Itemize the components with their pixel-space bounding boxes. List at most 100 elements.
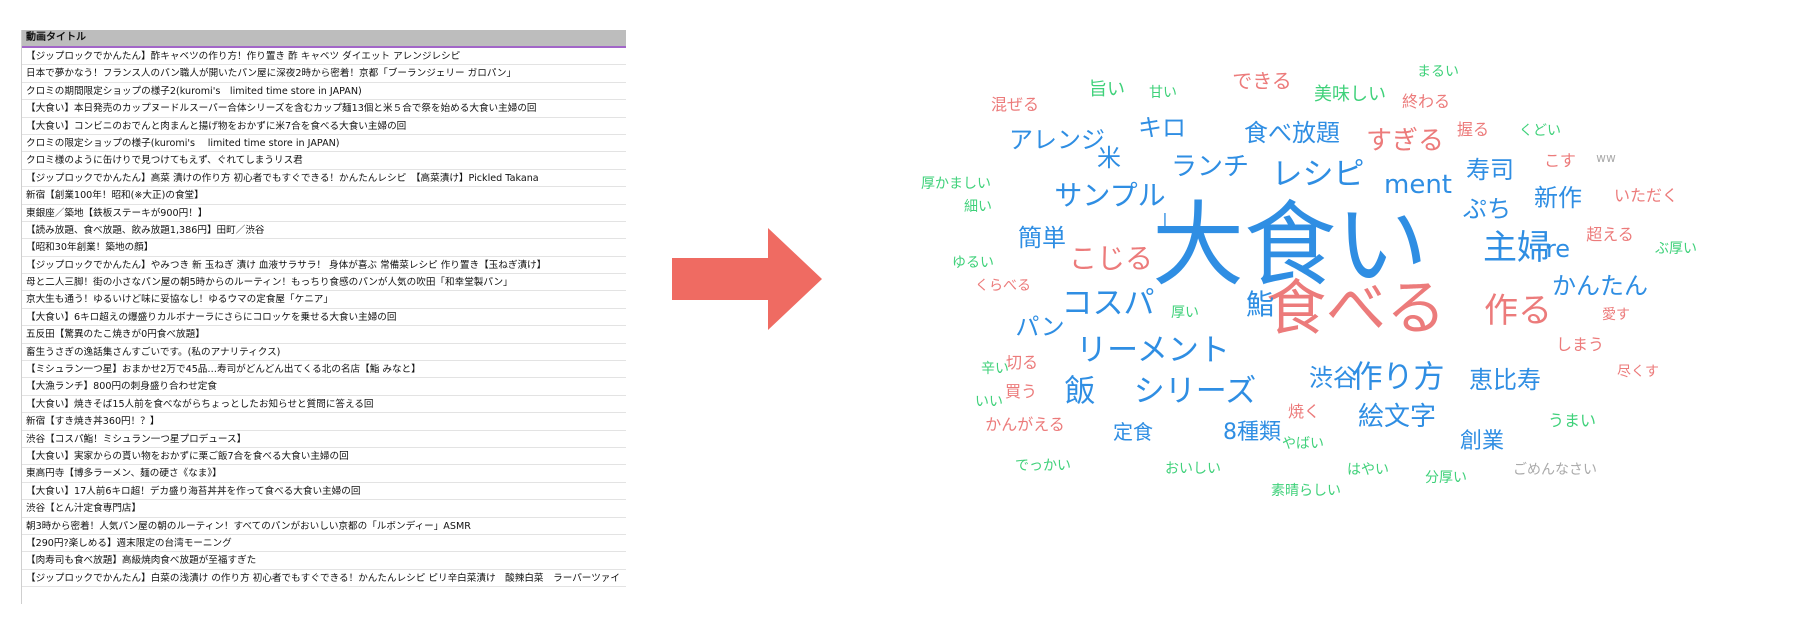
- cloud-word: 渋谷: [1309, 364, 1357, 392]
- cloud-word: 大食い: [1151, 192, 1429, 299]
- table-row: 日本で夢かなう！フランス人のパン職人が開いたパン屋に深夜2時から密着！京都「ブー…: [22, 65, 626, 83]
- cloud-word: 寿司: [1466, 156, 1514, 184]
- table-row: 【大食い】焼きそば15人前を食べながらちょっとしたお知らせと質問に答える回: [22, 396, 626, 414]
- table-row: 東高円寺【博多ラーメン、麺の硬さ《なま》】: [22, 465, 626, 483]
- cloud-word: 食べる: [1266, 274, 1446, 344]
- cloud-word: 甘い: [1149, 85, 1177, 101]
- cloud-word: アレンジ: [1009, 126, 1105, 154]
- table-row: 五反田【驚異のたこ焼きが0円食べ放題】: [22, 326, 626, 344]
- table-row: 母と二人三脚！街の小さなパン屋の朝5時からのルーティン！もっちり食感のパンが人気…: [22, 274, 626, 292]
- cloud-word: ゆるい: [952, 255, 994, 271]
- table-row: 朝3時から密着！人気パン屋の朝のルーティン！すべてのパンがおいしい京都の「ルボン…: [22, 518, 626, 535]
- cloud-word: 辛い: [981, 361, 1009, 377]
- cloud-word: リーメント: [1076, 332, 1230, 369]
- cloud-word: 分厚い: [1425, 470, 1467, 486]
- cloud-word: 旨い: [1089, 79, 1125, 100]
- cloud-word: 愛す: [1602, 307, 1630, 323]
- table-body: 【ジップロックでかんたん】酢キャベツの作り方！作り置き 酢 キャベツ ダイエット…: [22, 48, 626, 588]
- table-row: 渋谷【とん汁定食専門店】: [22, 500, 626, 518]
- cloud-word: ment: [1384, 170, 1452, 200]
- cloud-word: くどい: [1519, 123, 1561, 139]
- cloud-word: うまい: [1547, 411, 1597, 430]
- cloud-word: くらべる: [975, 278, 1031, 294]
- cloud-word: まるい: [1417, 64, 1459, 80]
- cloud-word: こじる: [1068, 242, 1154, 275]
- cloud-word: 作る: [1484, 291, 1552, 331]
- cloud-word: 素晴らしい: [1271, 483, 1341, 499]
- table-row: 【ジップロックでかんたん】酢キャベツの作り方！作り置き 酢 キャベツ ダイエット…: [22, 48, 626, 66]
- table-row: クロミの期間限定ショップの様子2(kuromi's limited time s…: [22, 83, 626, 101]
- cloud-word: ぶ厚い: [1655, 241, 1697, 257]
- table-row: 渋谷【コスパ鮨！ミシュラン一つ星プロデュース】: [22, 431, 626, 448]
- cloud-word: 切る: [1005, 353, 1039, 372]
- cloud-word: すぎる: [1365, 126, 1445, 156]
- table-row: 【ジップロックでかんたん】やみつき 新 玉ねぎ 漬け 血液サラサラ！ 身体が喜ぶ…: [22, 257, 626, 275]
- cloud-word: 新作: [1534, 184, 1582, 212]
- table-row: クロミ様のように缶けりで見つけてもえず、ぐれてしまうリス君: [22, 152, 626, 170]
- table-row: 【ジップロックでかんたん】高菜 漬けの作り方 初心者でもすぐできる！かんたんレシ…: [22, 170, 626, 188]
- cloud-word: |: [1162, 210, 1168, 229]
- cloud-word: 米: [1097, 144, 1121, 172]
- table-row: 【大食い】本日発売のカップヌードルスーパー合体シリーズを含むカップ麺13個と米５…: [22, 100, 626, 118]
- table-row: 【ミシュラン一つ星】おまかせ2万で45品…寿司がどんどん出てくる北の名店【鮨 み…: [22, 361, 626, 379]
- table-row: 【大食い】6キロ超えの爆盛りカルボナーラにさらにコロッケを乗せる大食い主婦の回: [22, 309, 626, 327]
- column-header-video-title: 動画タイトル: [22, 30, 626, 48]
- cloud-word: 食べ放題: [1244, 119, 1340, 147]
- cloud-word: 絵文字: [1357, 402, 1437, 432]
- cloud-word: 簡単: [1018, 224, 1066, 252]
- cloud-word: ごめんなさい: [1513, 462, 1597, 478]
- cloud-word: 超える: [1586, 225, 1634, 244]
- table-row: 東銀座／築地【鉄板ステーキが900円！】: [22, 205, 626, 222]
- cloud-word: かんたん: [1552, 272, 1648, 300]
- table-row: 【290円?楽しめる】週末限定の台湾モーニング: [22, 535, 626, 553]
- table-row: 【肉寿司も食べ放題】高級焼肉食べ放題が至福すぎた: [22, 552, 626, 570]
- right-arrow-icon: [672, 228, 822, 330]
- table-row: 新宿【すき焼き丼360円！？】: [22, 413, 626, 431]
- word-cloud: 大食い食べる主婦作る コスパリーメントシリーズ飯 作り方 レシピサンプルランチ 食べ放題…: [830, 20, 1790, 610]
- table-row: 【昭和30年創業！築地の顔】: [22, 239, 626, 257]
- cloud-word: 厚い: [1171, 305, 1199, 321]
- cloud-word: できる: [1232, 69, 1292, 93]
- cloud-word: 握る: [1456, 120, 1490, 139]
- cloud-word: 尽くす: [1617, 364, 1659, 380]
- cloud-word: 混ぜる: [990, 95, 1040, 114]
- cloud-word: 恵比寿: [1469, 366, 1541, 394]
- cloud-word: 美味しい: [1314, 84, 1386, 105]
- cloud-word: 8種類: [1223, 420, 1281, 445]
- cloud-word: 鮨: [1245, 288, 1275, 321]
- cloud-word: こす: [1544, 151, 1576, 170]
- table-row: 【大食い】実家からの貰い物をおかずに栗ご飯7合を食べる大食い主婦の回: [22, 448, 626, 466]
- table-row: 京大生も通う！ゆるいけど味に妥協なし！ゆるウマの定食屋「ケニア」: [22, 291, 626, 309]
- video-title-table: 動画タイトル 【ジップロックでかんたん】酢キャベツの作り方！作り置き 酢 キャベ…: [21, 30, 626, 604]
- cloud-word: 主婦: [1483, 228, 1551, 268]
- cloud-word: でっかい: [1015, 458, 1071, 474]
- cloud-word: 買う: [1004, 382, 1038, 401]
- cloud-word: re: [1545, 235, 1571, 263]
- cloud-word: 作り方: [1351, 359, 1445, 396]
- cloud-word: いい: [975, 394, 1003, 410]
- cloud-word: 定食: [1113, 420, 1153, 444]
- cloud-word: 終わる: [1401, 92, 1451, 111]
- cloud-word: レシピ: [1271, 156, 1365, 193]
- cloud-word: シリーズ: [1133, 373, 1257, 410]
- cloud-word: 厚かましい: [921, 176, 991, 192]
- cloud-word: 創業: [1459, 429, 1505, 454]
- cloud-word: いただく: [1613, 186, 1679, 205]
- cloud-word: はやい: [1347, 462, 1389, 478]
- cloud-word: キロ: [1138, 114, 1186, 142]
- cloud-word: コスパ: [1061, 285, 1155, 322]
- cloud-word: 細い: [964, 199, 992, 215]
- cloud-word: ランチ: [1170, 152, 1250, 182]
- table-row: 畜生うさぎの逸話集さんすごいです。(私のアナリティクス): [22, 344, 626, 362]
- cloud-word: しまう: [1555, 335, 1605, 354]
- table-row: 新宿【創業100年！昭和(※大正)の食堂】: [22, 187, 626, 205]
- table-row: クロミの限定ショップの様子(kuromi's limited time stor…: [22, 135, 626, 153]
- table-row: 【大食い】17人前6キロ超！デカ盛り海苔丼丼を作って食べる大食い主婦の回: [22, 483, 626, 501]
- cloud-word: 飯: [1064, 373, 1096, 410]
- cloud-word: ww: [1596, 151, 1616, 165]
- cloud-word: ぷち: [1462, 195, 1512, 223]
- cloud-word: サンプル: [1054, 179, 1166, 212]
- table-row: 【大漁ランチ】800円の刺身盛り合わせ定食: [22, 378, 626, 396]
- table-row: 【読み放題、食べ放題、飲み放題1,386円】田町／渋谷: [22, 222, 626, 240]
- cloud-word: 焼く: [1287, 402, 1321, 421]
